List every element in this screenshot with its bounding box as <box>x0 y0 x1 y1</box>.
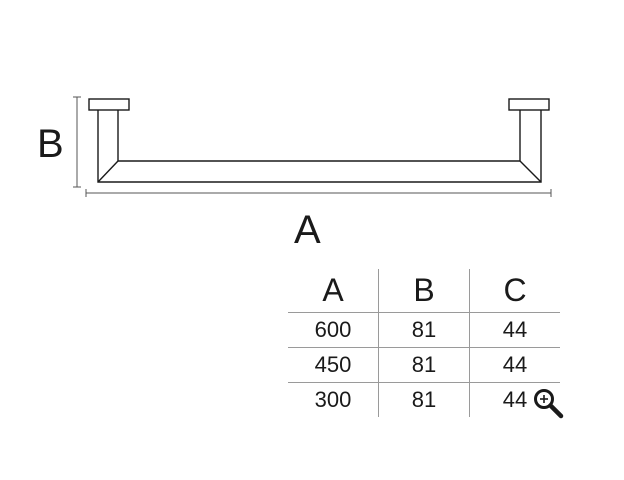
table-cell: 300 <box>314 387 352 412</box>
table-cell: 44 <box>469 312 560 348</box>
table-row: 450 81 44 <box>288 347 560 383</box>
height-dimension-label: B <box>37 122 64 166</box>
table-cell: 44 <box>469 347 560 383</box>
left-mount-plate <box>88 98 130 111</box>
right-corner-line <box>519 160 542 183</box>
table-cell: 81 <box>378 312 470 348</box>
zoom-in-button[interactable] <box>532 387 566 421</box>
table-cell: 600 <box>288 312 379 348</box>
column-header: C <box>469 269 560 313</box>
table-cell: 81 <box>378 347 470 383</box>
right-mount-plate <box>508 98 550 111</box>
column-header: B <box>378 269 470 313</box>
width-dimension-label: A <box>294 208 321 252</box>
left-corner-line <box>97 160 119 183</box>
bar-outer-outline <box>97 110 542 183</box>
zoom-in-icon <box>534 389 564 419</box>
table-row: 600 81 44 <box>288 312 560 348</box>
bar-inner-outline <box>117 110 521 162</box>
table-header-row: A B C <box>288 269 560 313</box>
column-header: A <box>288 269 379 313</box>
dimension-table: A B C 600 81 44 450 81 44 300 81 44 <box>288 269 560 417</box>
table-cell: 450 <box>288 347 379 383</box>
table-row: 300 81 44 <box>288 382 560 417</box>
table-cell: 81 <box>378 382 470 417</box>
